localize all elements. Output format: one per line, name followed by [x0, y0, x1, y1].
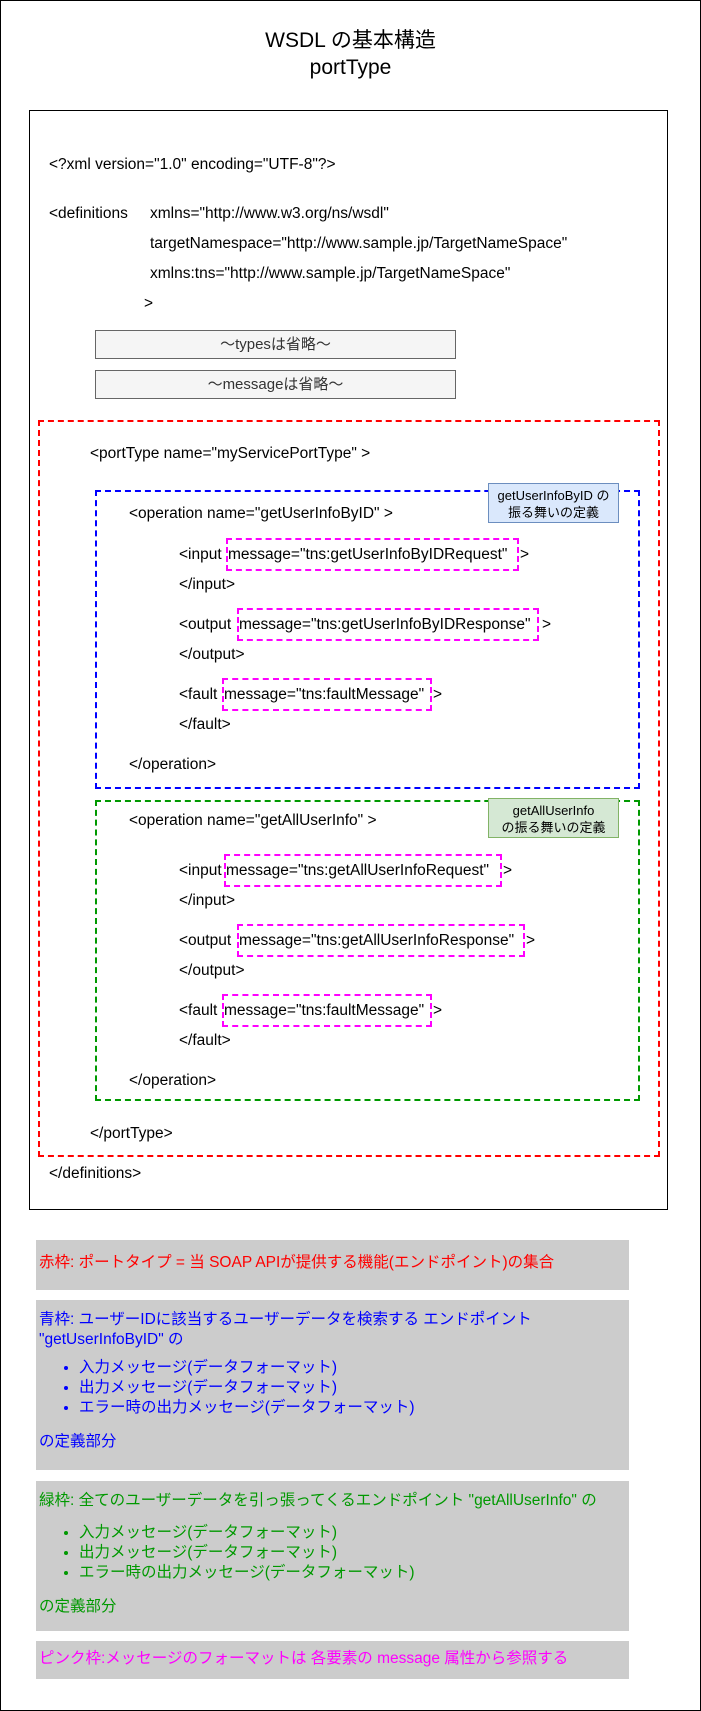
op2-input-prefix: <input: [179, 862, 222, 879]
op1-input-close: </input>: [179, 576, 236, 593]
op1-tag-line1: getUserInfoByID の: [497, 488, 610, 503]
op1-output-pink-frame: [237, 608, 539, 641]
op2-input-gt: >: [503, 862, 513, 879]
note-green-item: エラー時の出力メッセージ(データフォーマット): [79, 1563, 629, 1583]
op1-fault-prefix: <fault: [179, 686, 218, 703]
op1-input-gt: >: [520, 546, 530, 563]
porttype-open: <portType name="myServicePortType" >: [90, 445, 371, 462]
op1-open: <operation name="getUserInfoByID" >: [129, 505, 393, 522]
operation-getalluserinfo-green-frame: [95, 800, 640, 1101]
note-green-outro: の定義部分: [39, 1598, 117, 1615]
op1-fault-message: message="tns:faultMessage": [224, 686, 425, 703]
note-red-text: 赤枠: ポートタイプ = 当 SOAP APIが提供する機能(エンドポイント)の…: [39, 1254, 555, 1271]
note-blue-item: エラー時の出力メッセージ(データフォーマット): [79, 1398, 629, 1418]
op2-fault-close: </fault>: [179, 1032, 231, 1049]
op1-tag: getUserInfoByID の 振る舞いの定義: [488, 483, 619, 523]
op2-tag-line1: getAllUserInfo: [512, 803, 595, 818]
note-blue-outro: の定義部分: [39, 1433, 117, 1450]
xmlns-tns-attr: xmlns:tns="http://www.sample.jp/TargetNa…: [150, 265, 511, 282]
note-green-item: 入力メッセージ(データフォーマット): [79, 1523, 629, 1543]
op2-output-prefix: <output: [179, 932, 232, 949]
op1-output-gt: >: [542, 616, 552, 633]
op2-tag: getAllUserInfo の振る舞いの定義: [488, 798, 619, 838]
op1-output-close: </output>: [179, 646, 245, 663]
op1-close: </operation>: [129, 756, 217, 773]
note-blue-intro1: 青枠: ユーザーIDに該当するユーザーデータを検索する エンドポイント: [39, 1311, 532, 1328]
note-blue-item: 出力メッセージ(データフォーマット): [79, 1378, 629, 1398]
note-red: 赤枠: ポートタイプ = 当 SOAP APIが提供する機能(エンドポイント)の…: [36, 1240, 629, 1290]
op2-fault-gt: >: [433, 1002, 443, 1019]
note-blue: 青枠: ユーザーIDに該当するユーザーデータを検索する エンドポイント "get…: [36, 1300, 629, 1470]
wsdl-code-box: [29, 110, 668, 1210]
op1-input-pink-frame: [226, 538, 519, 571]
types-omitted-box: ～typesは省略～: [95, 330, 456, 359]
note-blue-intro2: "getUserInfoByID" の: [39, 1331, 184, 1348]
op1-output-prefix: <output: [179, 616, 232, 633]
message-omitted-box: ～messageは省略～: [95, 370, 456, 399]
op2-input-message: message="tns:getAllUserInfoRequest": [226, 862, 490, 879]
note-pink: ピンク枠:メッセージのフォーマットは 各要素の message 属性から参照する: [36, 1641, 629, 1679]
note-green-intro: 緑枠: 全てのユーザーデータを引っ張ってくるエンドポイント "getAllUse…: [39, 1492, 597, 1509]
porttype-red-frame: [38, 420, 660, 1157]
op2-input-pink-frame: [224, 854, 502, 887]
op2-fault-prefix: <fault: [179, 1002, 218, 1019]
op2-fault-pink-frame: [222, 994, 432, 1027]
definitions-open: <definitions: [49, 205, 128, 222]
op2-output-gt: >: [526, 932, 536, 949]
op2-close: </operation>: [129, 1072, 217, 1089]
xml-declaration: <?xml version="1.0" encoding="UTF-8"?>: [49, 156, 336, 173]
note-green-item: 出力メッセージ(データフォーマット): [79, 1543, 629, 1563]
note-green-list: 入力メッセージ(データフォーマット) 出力メッセージ(データフォーマット) エラ…: [39, 1523, 629, 1583]
op2-output-close: </output>: [179, 962, 245, 979]
note-blue-item: 入力メッセージ(データフォーマット): [79, 1358, 629, 1378]
op1-tag-line2: 振る舞いの定義: [507, 505, 599, 520]
target-namespace-attr: targetNamespace="http://www.sample.jp/Ta…: [150, 235, 568, 252]
diagram-subtitle: portType: [309, 56, 392, 79]
op1-fault-gt: >: [433, 686, 443, 703]
definitions-close: </definitions>: [49, 1165, 142, 1182]
op2-output-pink-frame: [237, 924, 525, 957]
op2-output-message: message="tns:getAllUserInfoResponse": [239, 932, 515, 949]
diagram-title: WSDL の基本構造: [265, 29, 436, 52]
note-blue-list: 入力メッセージ(データフォーマット) 出力メッセージ(データフォーマット) エラ…: [39, 1358, 629, 1418]
note-pink-text: ピンク枠:メッセージのフォーマットは 各要素の message 属性から参照する: [39, 1650, 569, 1667]
op2-tag-line2: の振る舞いの定義: [501, 820, 606, 835]
op2-fault-message: message="tns:faultMessage": [224, 1002, 425, 1019]
op1-fault-pink-frame: [222, 678, 432, 711]
op1-input-prefix: <input: [179, 546, 222, 563]
operation-getuserinfobyid-blue-frame: [95, 490, 640, 789]
note-green: 緑枠: 全てのユーザーデータを引っ張ってくるエンドポイント "getAllUse…: [36, 1481, 629, 1631]
op2-open: <operation name="getAllUserInfo" >: [129, 812, 377, 829]
op1-input-message: message="tns:getUserInfoByIDRequest": [228, 546, 508, 563]
op1-fault-close: </fault>: [179, 716, 231, 733]
op2-input-close: </input>: [179, 892, 236, 909]
definitions-gt: >: [144, 295, 154, 312]
porttype-close: </portType>: [90, 1125, 173, 1142]
xmlns-attr: xmlns="http://www.w3.org/ns/wsdl": [150, 205, 389, 222]
op1-output-message: message="tns:getUserInfoByIDResponse": [239, 616, 531, 633]
